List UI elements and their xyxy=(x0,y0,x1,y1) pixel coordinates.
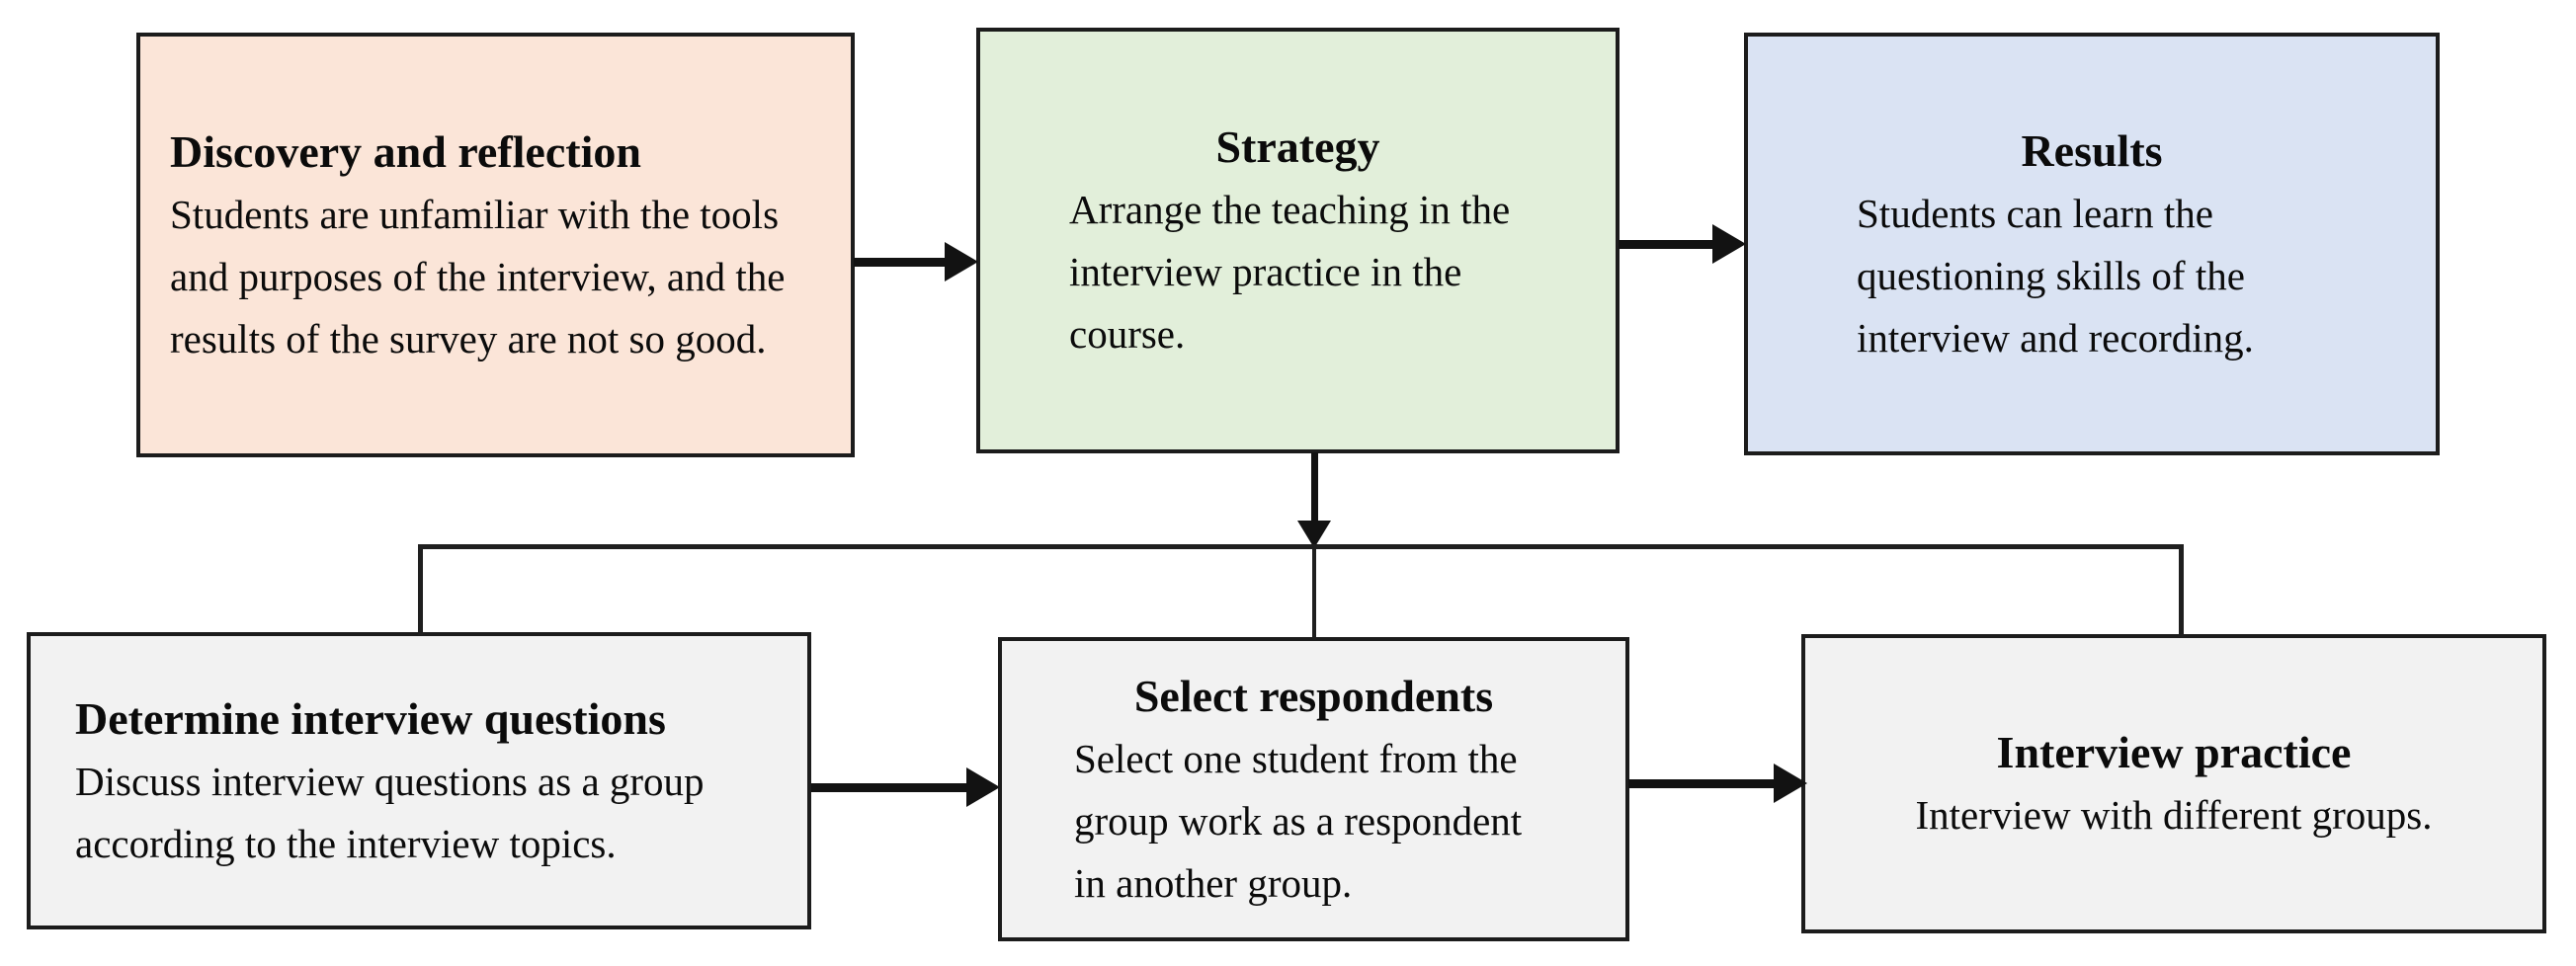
arrow-head-right-icon xyxy=(1774,764,1807,803)
box-results: Results Students can learn the questioni… xyxy=(1744,33,2440,455)
arrow-head-down-icon xyxy=(1297,521,1331,548)
box-body: Interview with different groups. xyxy=(1915,792,2433,838)
branch-drop-to-practice xyxy=(2179,544,2184,637)
box-strategy: Strategy Arrange the teaching in the int… xyxy=(976,28,1620,453)
box-discovery-and-reflection: Discovery and reflection Students are un… xyxy=(136,33,855,457)
box-determine-interview-questions: Determine interview questions Discuss in… xyxy=(27,632,811,929)
box-select-respondents: Select respondents Select one student fr… xyxy=(998,637,1629,941)
box-title: Results xyxy=(2021,124,2163,176)
arrow-shaft xyxy=(1619,239,1712,249)
arrow-head-right-icon xyxy=(966,767,1000,807)
arrow-strategy-to-bottom-row xyxy=(1295,452,1333,548)
box-title: Select respondents xyxy=(1133,670,1494,721)
box-body: Discuss interview questions as a group a… xyxy=(75,758,705,866)
arrow-select-to-practice xyxy=(1628,764,1807,803)
arrow-shaft xyxy=(854,257,945,267)
box-body: Select one student from the group work a… xyxy=(1074,735,1523,906)
box-body: Students can learn the questioning skill… xyxy=(1857,190,2254,361)
box-title: Discovery and reflection xyxy=(170,125,641,177)
arrow-discovery-to-strategy xyxy=(854,242,978,282)
box-body: Arrange the teaching in the interview pr… xyxy=(1069,187,1511,357)
box-title: Interview practice xyxy=(1996,727,2352,777)
box-interview-practice: Interview practice Interview with differ… xyxy=(1801,634,2546,933)
arrow-shaft xyxy=(1310,452,1318,521)
box-body: Students are unfamiliar with the tools a… xyxy=(170,191,786,362)
box-title: Determine interview questions xyxy=(75,692,666,744)
arrow-shaft xyxy=(811,782,966,792)
arrow-strategy-to-results xyxy=(1619,224,1746,264)
branch-line-horizontal xyxy=(418,544,2184,549)
arrow-shaft xyxy=(1628,778,1774,788)
arrow-determine-to-select xyxy=(811,767,1000,807)
arrow-head-right-icon xyxy=(945,242,978,282)
box-title: Strategy xyxy=(1215,121,1380,172)
arrow-head-right-icon xyxy=(1712,224,1746,264)
branch-drop-to-determine xyxy=(418,544,423,635)
branch-drop-to-select xyxy=(1312,544,1316,640)
